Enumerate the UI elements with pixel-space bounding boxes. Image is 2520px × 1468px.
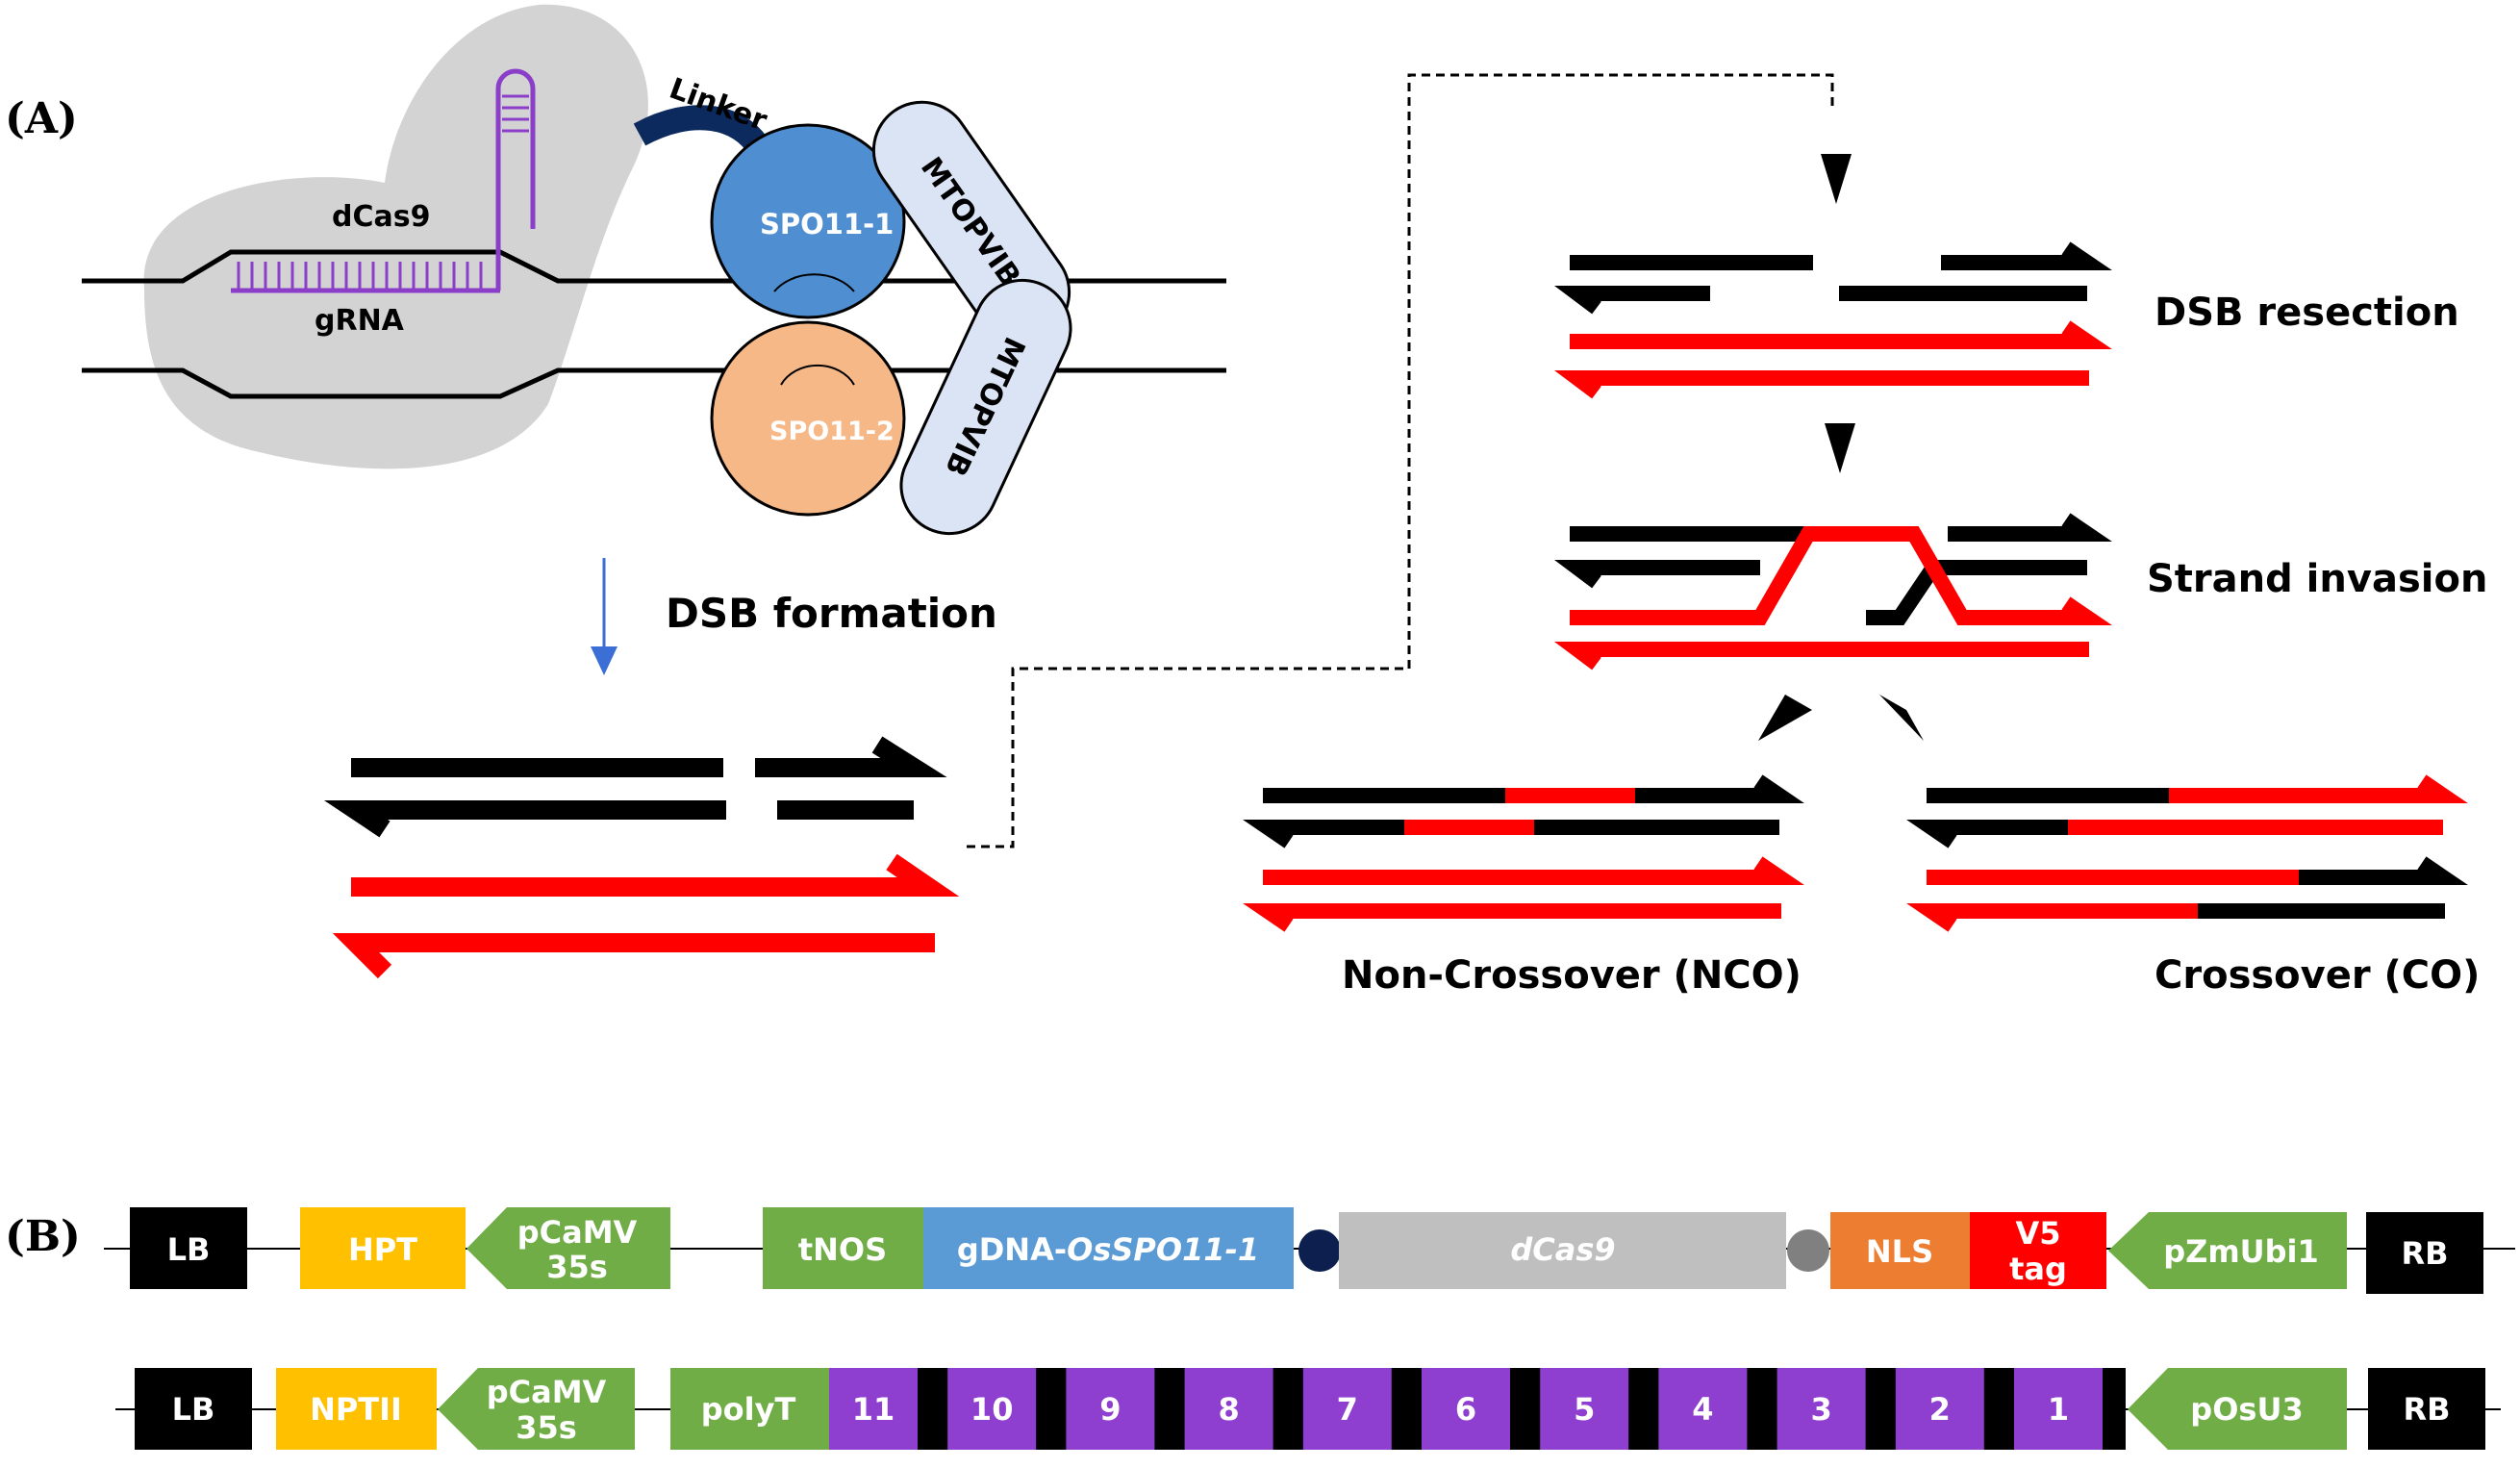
- dcas9-label: dCas9: [332, 200, 430, 234]
- dashed-connector: [967, 73, 1834, 848]
- grna-unit-box: [829, 1368, 918, 1450]
- c2-rb-label: RB: [2403, 1391, 2450, 1428]
- c2-lb-box: [135, 1368, 252, 1450]
- c2-polyt-label: polyT: [701, 1391, 796, 1428]
- mtopvib-bottom: MTOPVIB: [899, 278, 1072, 536]
- grna-unit-label: 5: [1574, 1391, 1595, 1428]
- c2-polyt-box: [670, 1368, 829, 1450]
- grna-unit-label: 1: [2048, 1391, 2069, 1428]
- grna-unit-box: [1777, 1368, 1866, 1450]
- panel-b-label: (B): [5, 1212, 81, 1261]
- construct1: LB HPT pCaMV 35s tNOS gDNA-OsSPO11-1 dCa…: [130, 1207, 2483, 1294]
- grna-unit-box: [947, 1368, 1037, 1450]
- grna-unit-label: 7: [1337, 1391, 1358, 1428]
- c1-hpt-label: HPT: [348, 1231, 417, 1268]
- c2-pcamv-label-1: pCaMV: [487, 1374, 607, 1410]
- c1-nls-label: NLS: [1866, 1233, 1933, 1270]
- grna-unit-box: [1066, 1368, 1155, 1450]
- c2-grna-units: 11 10 9 8 7 6 5 4 3 2 1: [829, 1368, 2103, 1450]
- c1-gdna-label: gDNA-OsSPO11-1: [957, 1231, 1259, 1268]
- dsb-formation-arrow: [591, 558, 617, 675]
- strand-invasion-strands: [1554, 513, 2112, 671]
- c1-v5-box: [1970, 1212, 2106, 1289]
- spo11-1-circle: [710, 123, 906, 319]
- grna-unit-label: 9: [1099, 1391, 1121, 1428]
- linker: [633, 105, 771, 157]
- dsb-formation-label: DSB formation: [666, 590, 997, 637]
- grna-unit-box: [1658, 1368, 1748, 1450]
- c2-posu3-label: pOsU3: [2190, 1391, 2303, 1428]
- grna-unit-label: 3: [1810, 1391, 1831, 1428]
- grna-unit-label: 2: [1929, 1391, 1951, 1428]
- grna-unit-label: 10: [970, 1391, 1014, 1428]
- c1-pzmubi-label: pZmUbi1: [2163, 1233, 2319, 1270]
- c1-dcas9-label: dCas9: [1510, 1231, 1615, 1268]
- co-product: [1906, 774, 2468, 932]
- c1-tnos-box: [763, 1207, 923, 1289]
- arrowhead-1: [1821, 154, 1852, 204]
- c1-dcas9-box: [1339, 1212, 1786, 1289]
- c1-v5-label-2: tag: [2009, 1251, 2067, 1287]
- panel-a-label: (A): [5, 94, 78, 143]
- arrowhead-co: [1879, 695, 1924, 741]
- spo11-2-notch: [780, 364, 855, 386]
- spo11-2-circle: [710, 320, 906, 517]
- c1-pcamv-arrow: [466, 1207, 670, 1289]
- grna-label: gRNA: [315, 304, 405, 338]
- c1-pcamv-label-1: pCaMV: [517, 1214, 638, 1251]
- c1-nls-box: [1830, 1212, 1970, 1289]
- grna-unit-box: [1184, 1368, 1273, 1450]
- grna-unit-box: [1302, 1368, 1392, 1450]
- co-label: Crossover (CO): [2155, 953, 2480, 998]
- arrowhead-2: [1825, 423, 1855, 473]
- c1-tnos-label: tNOS: [798, 1231, 887, 1268]
- dsb-resection-label: DSB resection: [2155, 291, 2459, 335]
- construct2: LB NPTII pCaMV 35s polyT 11 10 9 8 7 6 5 4 3 2 1 p…: [135, 1368, 2485, 1450]
- c1-lb-box: [130, 1207, 247, 1289]
- dsb-product: [323, 736, 960, 979]
- c2-rb-box: [2368, 1368, 2485, 1450]
- spo11-2-label: SPO11-2: [769, 417, 895, 446]
- c2-pcamv-arrow: [438, 1368, 635, 1450]
- grna-unit-label: 8: [1218, 1391, 1239, 1428]
- nco-label: Non-Crossover (NCO): [1342, 953, 1802, 998]
- c1-gdna-prefix: gDNA-: [957, 1231, 1067, 1268]
- c1-pzmubi-arrow: [2108, 1212, 2347, 1289]
- c1-gdna-gene: OsSPO11-1: [1067, 1231, 1259, 1268]
- grna-unit-label: 6: [1455, 1391, 1476, 1428]
- c1-rb-box: [2366, 1212, 2483, 1294]
- grna-unit-box: [1540, 1368, 1629, 1450]
- c1-gdna-box: [923, 1207, 1294, 1289]
- c2-pcamv-label-2: 35s: [516, 1409, 577, 1446]
- c2-posu3-arrow: [2128, 1368, 2347, 1450]
- grna-unit-box: [1895, 1368, 1984, 1450]
- c2-nptii-box: [276, 1368, 437, 1450]
- nco-product: [1243, 774, 1804, 932]
- c2-nptii-label: NPTII: [310, 1391, 402, 1428]
- arrowhead-nco: [1758, 695, 1812, 741]
- grna-unit-label: 11: [852, 1391, 895, 1428]
- spo11-1-label: SPO11-1: [760, 208, 894, 240]
- c1-v5-label-1: V5: [2015, 1215, 2060, 1252]
- c1-lb-label: LB: [167, 1231, 211, 1268]
- c1-grey-dot: [1787, 1229, 1829, 1272]
- grna-structure: [231, 68, 536, 293]
- dcas9-blob: [143, 4, 648, 469]
- grna-unit-label: 4: [1692, 1391, 1713, 1428]
- c1-rb-label: RB: [2401, 1235, 2448, 1272]
- c1-navy-dot: [1298, 1229, 1341, 1272]
- strand-invasion-label: Strand invasion: [2147, 557, 2487, 601]
- spo11-1-notch: [773, 273, 855, 292]
- c1-hpt-box: [300, 1207, 466, 1289]
- c2-lb-label: LB: [172, 1391, 215, 1428]
- c1-pcamv-label-2: 35s: [546, 1249, 608, 1285]
- grna-unit-box: [2014, 1368, 2103, 1450]
- grna-unit-box: [1422, 1368, 1510, 1450]
- dna-helix: [82, 249, 1226, 399]
- dsb-resection-strands: [1554, 241, 2112, 399]
